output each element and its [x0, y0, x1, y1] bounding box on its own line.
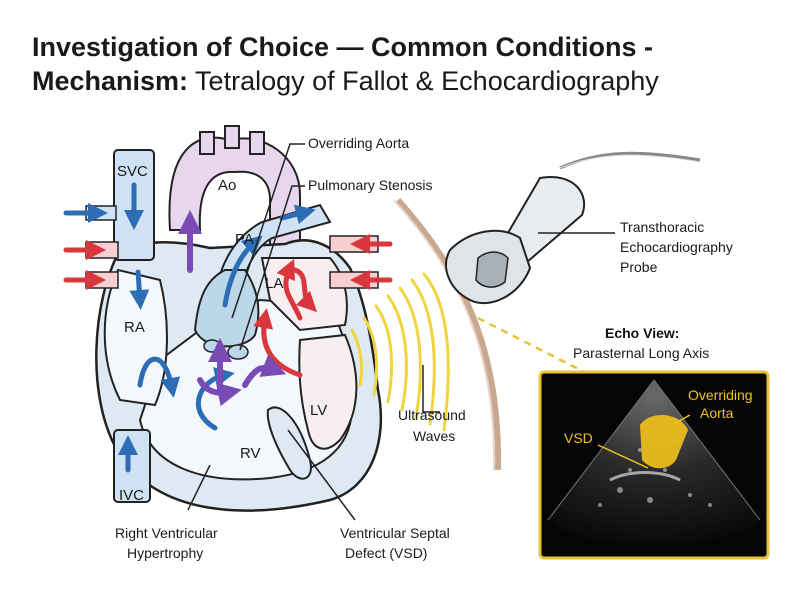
label-svc: SVC — [117, 163, 148, 180]
svg-text:Ultrasound: Ultrasound — [398, 407, 466, 423]
label-ao: Ao — [218, 177, 236, 194]
leader-overriding-aorta — [231, 143, 305, 319]
probe-to-echo-link — [477, 316, 601, 382]
title-line-2: Mechanism: Tetralogy of Fallot & Echocar… — [32, 64, 782, 98]
title-line-1: Investigation of Choice — Common Conditi… — [32, 32, 653, 62]
right-atrium — [103, 268, 168, 407]
leader-vsd — [287, 429, 356, 521]
callout-overriding-aorta: Overriding Aorta — [308, 135, 409, 151]
label-pa: PA — [235, 231, 254, 248]
svg-text:Waves: Waves — [413, 428, 455, 444]
label-ra: RA — [124, 319, 145, 336]
leader-rvh — [187, 464, 211, 511]
ventricular-septum — [266, 406, 312, 480]
mixed-flow-arrows — [178, 210, 287, 407]
svg-text:Transthoracic: Transthoracic — [620, 219, 704, 235]
left-ventricle — [298, 333, 358, 450]
svg-text:Probe: Probe — [620, 259, 658, 275]
label-ivc: IVC — [119, 487, 144, 504]
svg-text:Hypertrophy: Hypertrophy — [127, 545, 203, 561]
echo-probe — [445, 151, 701, 305]
svg-text:Defect (VSD): Defect (VSD) — [345, 545, 427, 561]
echo-label-aorta: Aorta — [700, 405, 734, 421]
callout-ultrasound: Ultrasound Waves — [398, 407, 466, 444]
title-topic: Tetralogy of Fallot & Echocardiography — [188, 66, 659, 96]
echo-image-panel — [538, 370, 770, 560]
label-la: LA — [265, 275, 283, 292]
leader-pulmonary-stenosis — [239, 185, 305, 351]
callout-pulmonary-stenosis: Pulmonary Stenosis — [308, 177, 433, 193]
svg-text:Echocardiography: Echocardiography — [620, 239, 733, 255]
echo-label-overriding: Overriding — [688, 387, 753, 403]
chest-wall — [395, 197, 502, 471]
svg-text:Ventricular Septal: Ventricular Septal — [340, 525, 450, 541]
callout-probe: Transthoracic Echocardiography Probe — [620, 219, 733, 275]
diagram-title: Investigation of Choice — Common Conditi… — [32, 30, 782, 98]
svg-text:Right Ventricular: Right Ventricular — [115, 525, 218, 541]
ultrasound-waves — [350, 272, 450, 432]
aortic-arch — [168, 136, 301, 261]
echo-heading: Echo View: — [605, 325, 679, 341]
title-mechanism-label: Mechanism: — [32, 66, 189, 96]
oxygenated-flow-arrows — [63, 234, 393, 378]
echo-label-vsd: VSD — [564, 430, 593, 446]
callout-vsd: Ventricular Septal Defect (VSD) — [340, 525, 450, 561]
label-rv: RV — [240, 445, 261, 462]
callout-rvh: Right Ventricular Hypertrophy — [115, 525, 218, 561]
leader-ultrasound — [422, 365, 440, 413]
label-lv: LV — [310, 402, 327, 419]
echo-subheading: Parasternal Long Axis — [573, 345, 709, 361]
